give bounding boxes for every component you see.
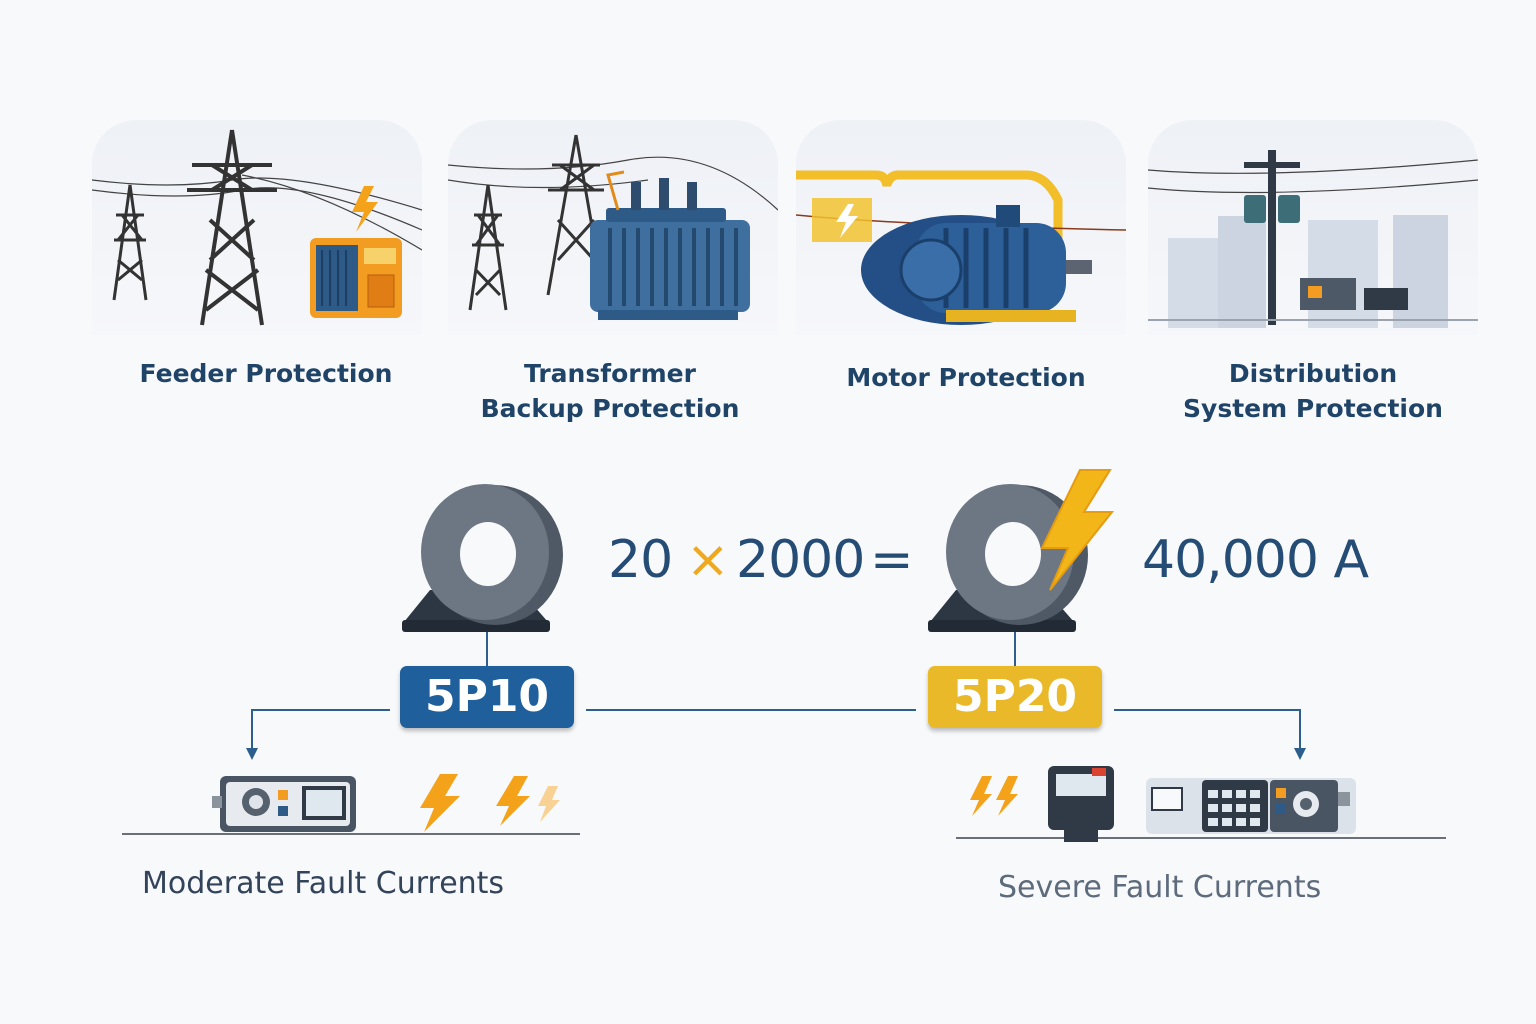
connector-right [1114,709,1301,752]
bolt-icon [538,786,560,822]
class-badge-5p10: 5P10 [400,666,574,728]
label-feeder: Feeder Protection [139,359,393,388]
relay-icon [212,776,356,832]
label-motor: Motor Protection [846,363,1086,392]
equation-factor: 20 [608,530,673,590]
connector-left [251,709,390,752]
bolt-icon [970,776,992,816]
feeder-illustration [92,129,422,326]
card-motor [796,120,1126,335]
motor-illustration [796,170,1126,325]
ct-core-icon [928,484,1088,632]
card-transformer [448,120,778,335]
equation-equals: = [870,530,914,590]
transformer-illustration [448,134,778,320]
relay-icon [1048,766,1114,842]
bolt-icon [352,186,378,232]
caption-severe: Severe Fault Currents [998,870,1322,905]
bolt-icon [420,774,460,832]
class-badge-5p20: 5P20 [928,666,1102,728]
relay-icon [1146,778,1356,834]
card-distribution [1148,120,1478,335]
distribution-illustration [1148,150,1478,328]
card-feeder [92,120,422,335]
caption-moderate: Moderate Fault Currents [142,866,505,901]
equation-times: × [686,530,730,590]
label-distribution: Distribution System Protection [1183,359,1443,423]
label-transformer: Transformer Backup Protection [480,359,740,423]
equation-primary: 2000 [736,530,865,590]
bolt-icon [1040,469,1115,591]
bolt-icon [496,776,530,826]
bolt-icon [996,776,1018,816]
ct-core-icon [402,484,563,632]
equation-result: 40,000 A [1142,530,1369,590]
